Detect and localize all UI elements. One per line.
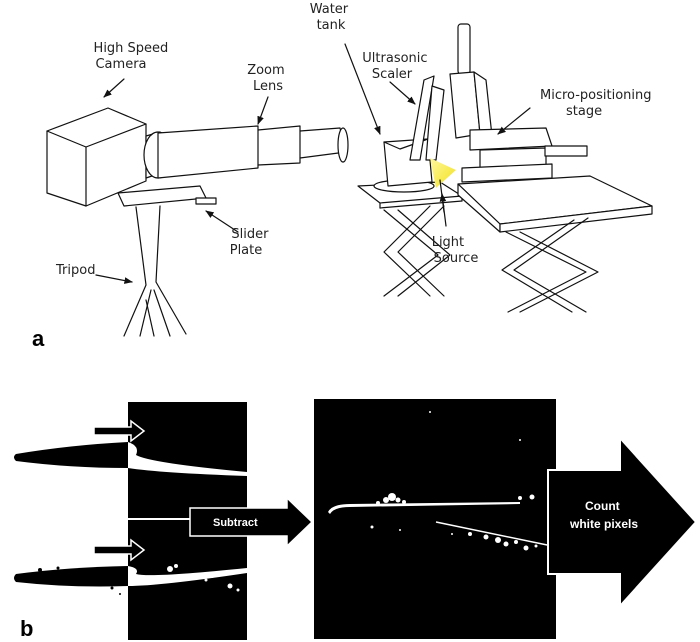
stage-table: [457, 175, 653, 313]
subtract-label: Subtract: [213, 517, 258, 529]
panel-b: Subtract Count white pixels: [10, 399, 698, 641]
water-tank-label: Water tank: [310, 2, 353, 33]
count-arrow: Count white pixels: [547, 435, 698, 609]
slider-plate: [117, 185, 217, 207]
micro-positioning-stage: [449, 23, 588, 183]
stage-label: Micro-positioning stage: [540, 88, 656, 119]
slider-plate-label: Slider Plate: [230, 227, 273, 258]
tripod-label: Tripod: [55, 263, 95, 278]
panel-b-label: b: [20, 616, 33, 641]
panel-a: High Speed Camera Zoom Lens Slider Plate…: [32, 2, 656, 351]
ultrasonic-scaler-label: Ultrasonic Scaler: [362, 51, 431, 82]
camera-label: High Speed Camera: [94, 41, 173, 72]
count-label: Count white pixels: [569, 499, 638, 531]
motion-arrow-icon: [93, 419, 146, 443]
light-source-label: Light Source: [432, 235, 479, 266]
frame-after: [10, 520, 247, 640]
ultrasonic-scaler: [409, 75, 445, 161]
zoom-lens: [143, 125, 349, 179]
motion-arrow-icon: [93, 538, 146, 562]
panel-a-label: a: [32, 326, 45, 351]
subtract-arrow: Subtract: [189, 496, 314, 548]
annotation-arrows: [95, 43, 531, 284]
frame-before: [10, 402, 247, 518]
water-tank: [373, 138, 435, 193]
difference-image: [314, 399, 556, 639]
high-speed-camera: [46, 107, 147, 207]
zoom-lens-label: Zoom Lens: [247, 63, 289, 94]
tripod: [123, 205, 187, 337]
